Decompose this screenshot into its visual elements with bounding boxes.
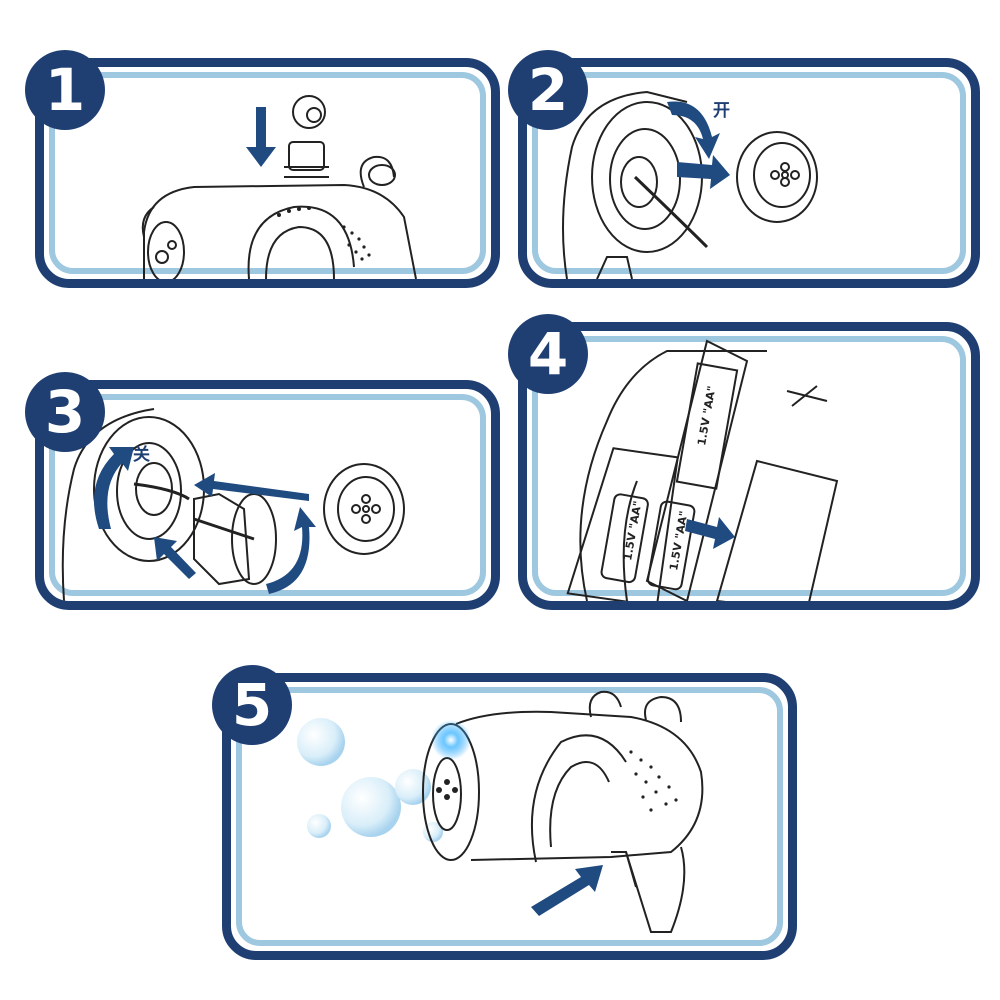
down-arrow-icon <box>246 107 276 167</box>
close-label: 关 <box>133 445 150 465</box>
insert-left-arrow-icon <box>194 473 309 501</box>
step-2-panel <box>518 58 980 288</box>
step-1-panel <box>35 58 500 288</box>
step-5-illustration <box>297 690 704 933</box>
light-glow-icon <box>431 720 471 760</box>
step-3-illustration <box>61 408 405 601</box>
press-trigger-arrow-icon <box>531 865 603 916</box>
pull-out-arrow-icon <box>677 155 730 189</box>
step-1-badge: 1 <box>25 50 105 130</box>
rotate-cap-arrow-icon <box>266 507 316 594</box>
step-3-badge: 3 <box>25 372 105 452</box>
open-label: 开 <box>713 101 730 121</box>
bubble <box>341 777 401 837</box>
bubble <box>297 718 345 766</box>
rotate-close-arrow-icon <box>94 447 134 529</box>
step-4-panel: 1.5V "AA" 1.5V "AA" 1.5V "AA" <box>518 322 980 610</box>
bubble <box>423 822 443 842</box>
bubble <box>395 769 431 805</box>
step-1-illustration <box>141 95 417 279</box>
step-4-badge: 4 <box>508 314 588 394</box>
push-in-arrow-icon <box>154 537 196 579</box>
step-3-panel <box>35 380 500 610</box>
battery-2-label: 1.5V "AA" <box>667 510 690 572</box>
step-4-illustration: 1.5V "AA" 1.5V "AA" 1.5V "AA" <box>566 339 839 601</box>
battery-3-label: 1.5V "AA" <box>695 385 718 447</box>
bubble <box>307 814 331 838</box>
remove-cover-arrow-icon <box>685 517 735 549</box>
step-2-badge: 2 <box>508 50 588 130</box>
rotate-open-arrow-icon <box>667 101 720 159</box>
step-5-panel <box>222 673 797 960</box>
step-5-badge: 5 <box>212 665 292 745</box>
step-2-illustration <box>562 90 818 279</box>
